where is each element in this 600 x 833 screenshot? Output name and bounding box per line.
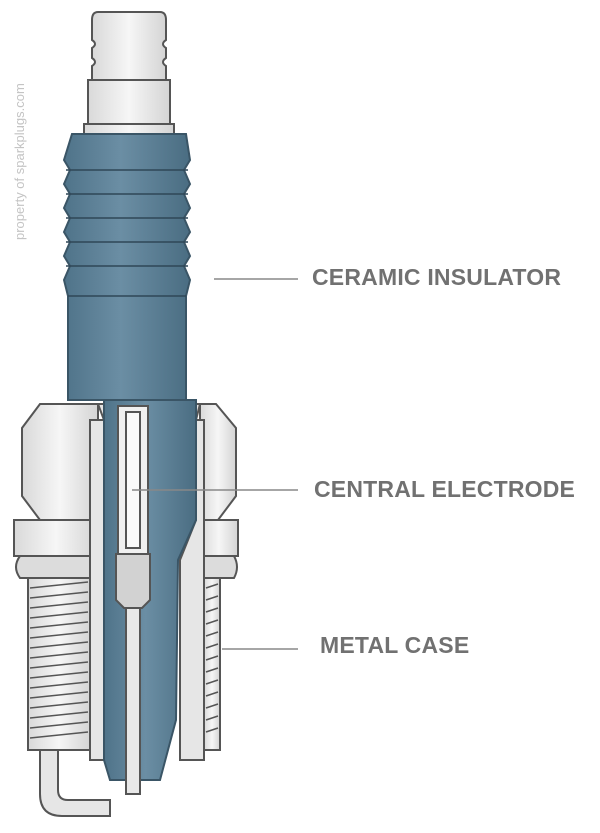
ceramic-insulator [62,133,192,401]
watermark-text: property of sparkplugs.com [12,83,27,240]
central-electrode [115,405,151,795]
terminal-nut [83,11,175,135]
label-metal-case: METAL CASE [320,632,470,658]
ground-electrode [39,749,111,817]
thread-lines [29,581,219,739]
label-ceramic-insulator: CERAMIC INSULATOR [312,264,562,290]
label-central-electrode: CENTRAL ELECTRODE [314,476,576,502]
leader-lines [132,278,298,650]
